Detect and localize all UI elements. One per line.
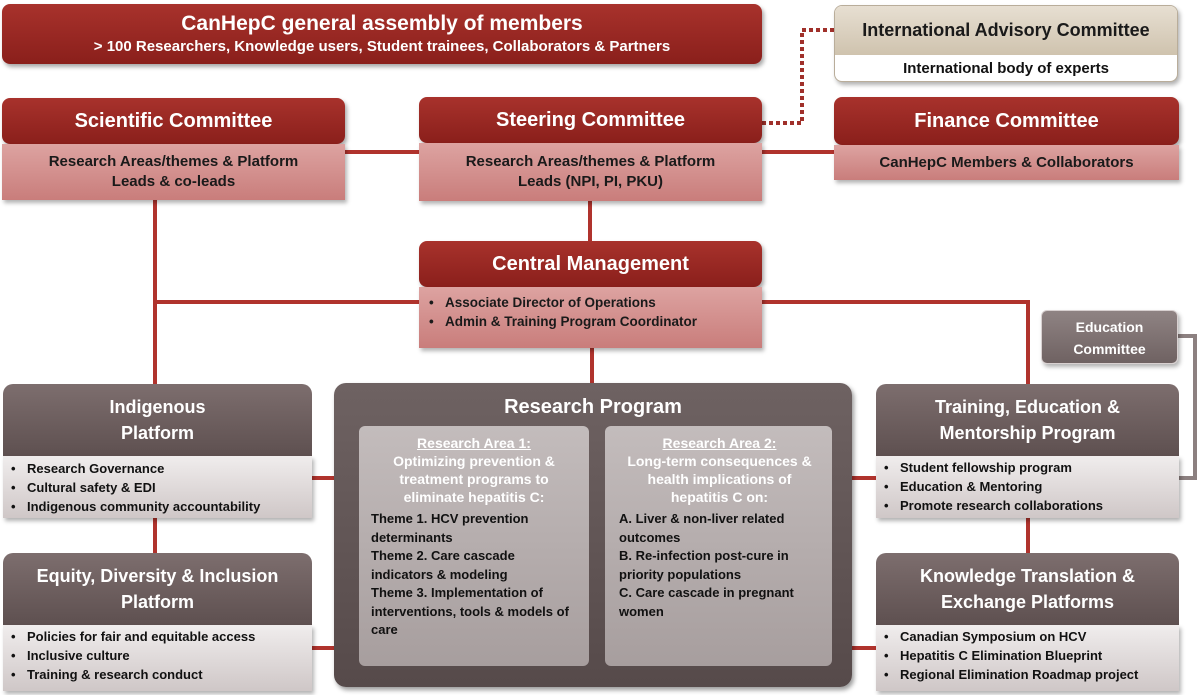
area2-heading: Research Area 2: bbox=[662, 435, 777, 451]
finance-committee-body: CanHepC Members & Collaborators bbox=[834, 145, 1179, 180]
education-committee-box: Education Committee bbox=[1041, 310, 1178, 364]
area1-desc: Optimizing prevention & treatment progra… bbox=[393, 453, 555, 505]
dotted-connector-advisory bbox=[762, 28, 836, 125]
indigenous-item: Research Governance bbox=[3, 459, 312, 478]
indigenous-item: Indigenous community accountability bbox=[3, 497, 312, 516]
scientific-committee-body: Research Areas/themes & Platform Leads &… bbox=[2, 144, 345, 200]
area2-item: A. Liver & non-liver related outcomes bbox=[619, 511, 785, 545]
advisory-committee-box: International Advisory Committee Interna… bbox=[834, 5, 1178, 82]
training-program-header: Training, Education & Mentorship Program bbox=[876, 384, 1179, 456]
area2-desc: Long-term consequences & health implicat… bbox=[627, 453, 812, 505]
training-title-line1: Training, Education & bbox=[934, 397, 1120, 417]
advisory-title: International Advisory Committee bbox=[835, 6, 1177, 55]
education-line1: Education bbox=[1075, 319, 1144, 335]
research-area-2: Research Area 2: Long-term consequences … bbox=[605, 426, 832, 666]
central-management-body: Associate Director of Operations Admin &… bbox=[419, 287, 762, 348]
finance-committee-header: Finance Committee bbox=[834, 97, 1179, 145]
area1-theme: Theme 3. Implementation of interventions… bbox=[371, 585, 569, 637]
connector-indig-edi bbox=[153, 515, 157, 555]
ktx-item: Regional Elimination Roadmap project bbox=[876, 665, 1179, 684]
edi-item: Training & research conduct bbox=[3, 665, 312, 684]
steering-body-line1: Research Areas/themes & Platform bbox=[465, 153, 716, 170]
assembly-title: CanHepC general assembly of members bbox=[181, 12, 583, 35]
scientific-title: Scientific Committee bbox=[74, 110, 273, 132]
education-line2: Committee bbox=[1073, 341, 1146, 357]
training-item: Education & Mentoring bbox=[876, 477, 1179, 496]
steering-title: Steering Committee bbox=[496, 109, 685, 131]
assembly-subtitle: > 100 Researchers, Knowledge users, Stud… bbox=[93, 38, 671, 55]
area2-item: B. Re-infection post-cure in priority po… bbox=[619, 548, 789, 582]
central-item: Associate Director of Operations bbox=[421, 293, 762, 312]
scientific-body-line2: Leads & co-leads bbox=[111, 173, 236, 190]
steering-committee-body: Research Areas/themes & Platform Leads (… bbox=[419, 143, 762, 201]
central-management-header: Central Management bbox=[419, 241, 762, 287]
edi-platform-header: Equity, Diversity & Inclusion Platform bbox=[3, 553, 312, 625]
scientific-committee-header: Scientific Committee bbox=[2, 98, 345, 144]
indigenous-platform-header: Indigenous Platform bbox=[3, 384, 312, 456]
indigenous-item: Cultural safety & EDI bbox=[3, 478, 312, 497]
area1-theme: Theme 2. Care cascade indicators & model… bbox=[371, 548, 515, 582]
steering-body-line2: Leads (NPI, PI, PKU) bbox=[517, 173, 664, 190]
edi-title-line1: Equity, Diversity & Inclusion bbox=[36, 566, 279, 586]
ktx-platform-header: Knowledge Translation & Exchange Platfor… bbox=[876, 553, 1179, 625]
research-program-title: Research Program bbox=[504, 396, 682, 418]
central-title: Central Management bbox=[492, 253, 689, 275]
scientific-body-line1: Research Areas/themes & Platform bbox=[48, 153, 299, 170]
training-program-body: Student fellowship program Education & M… bbox=[876, 456, 1179, 518]
ktx-item: Hepatitis C Elimination Blueprint bbox=[876, 646, 1179, 665]
finance-title: Finance Committee bbox=[914, 110, 1099, 132]
edi-platform-body: Policies for fair and equitable access I… bbox=[3, 625, 312, 691]
area1-heading: Research Area 1: bbox=[417, 435, 531, 451]
connector-sci-steering bbox=[345, 150, 420, 154]
steering-committee-header: Steering Committee bbox=[419, 97, 762, 143]
bracket-connector-education bbox=[1176, 334, 1197, 480]
area1-theme: Theme 1. HCV prevention determinants bbox=[371, 511, 529, 545]
connector-central-left bbox=[155, 300, 421, 304]
connector-right-down bbox=[1026, 300, 1030, 386]
connector-area2-training bbox=[831, 476, 877, 480]
indigenous-title-line2: Platform bbox=[120, 423, 194, 443]
training-item: Student fellowship program bbox=[876, 458, 1179, 477]
connector-steering-central bbox=[588, 196, 592, 242]
advisory-subtitle: International body of experts bbox=[903, 60, 1109, 77]
ktx-item: Canadian Symposium on HCV bbox=[876, 627, 1179, 646]
connector-training-ktx bbox=[1026, 515, 1030, 555]
research-area-1: Research Area 1: Optimizing prevention &… bbox=[359, 426, 589, 666]
finance-body: CanHepC Members & Collaborators bbox=[879, 154, 1134, 171]
edi-item: Policies for fair and equitable access bbox=[3, 627, 312, 646]
connector-central-research bbox=[590, 348, 594, 384]
edi-item: Inclusive culture bbox=[3, 646, 312, 665]
ktx-title-line1: Knowledge Translation & bbox=[919, 566, 1136, 586]
edi-title-line2: Platform bbox=[120, 592, 194, 612]
connector-central-right bbox=[762, 300, 1030, 304]
connector-area2-ktx bbox=[831, 646, 877, 650]
general-assembly-box: CanHepC general assembly of members > 10… bbox=[2, 4, 762, 64]
central-item: Admin & Training Program Coordinator bbox=[421, 312, 762, 331]
indigenous-platform-body: Research Governance Cultural safety & ED… bbox=[3, 456, 312, 518]
training-item: Promote research collaborations bbox=[876, 496, 1179, 515]
training-title-line2: Mentorship Program bbox=[939, 423, 1116, 443]
area2-item: C. Care cascade in pregnant women bbox=[619, 585, 794, 619]
connector-sci-down bbox=[153, 196, 157, 386]
ktx-title-line2: Exchange Platforms bbox=[940, 592, 1115, 612]
ktx-platform-body: Canadian Symposium on HCV Hepatitis C El… bbox=[876, 625, 1179, 691]
connector-steering-finance bbox=[762, 150, 837, 154]
indigenous-title-line1: Indigenous bbox=[109, 397, 206, 417]
